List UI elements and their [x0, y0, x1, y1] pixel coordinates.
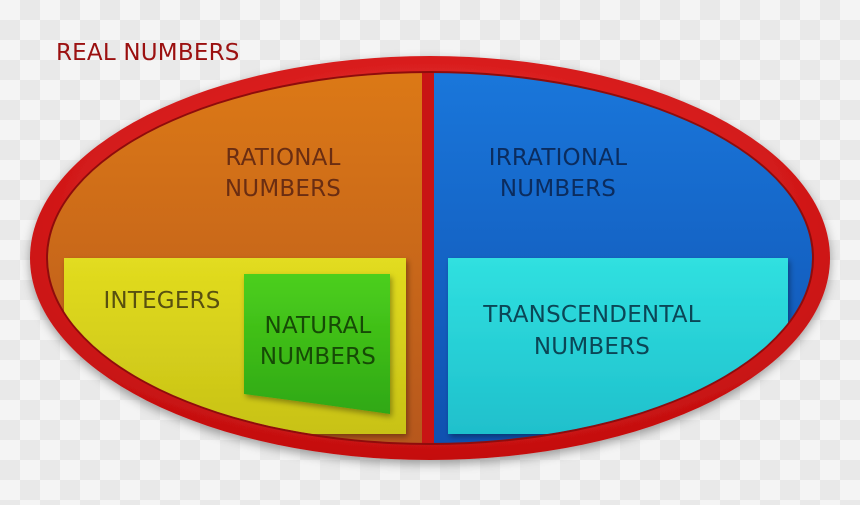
natural-label-line2: NUMBERS	[260, 344, 376, 370]
irrational-label-line1: IRRATIONAL	[489, 145, 627, 171]
integers-label: INTEGERS	[103, 288, 220, 314]
natural-numbers-region	[244, 274, 390, 414]
irrational-label-line2: NUMBERS	[500, 176, 616, 202]
rational-label-line1: RATIONAL	[225, 145, 340, 171]
transcendental-label-line1: TRANSCENDENTAL	[482, 302, 701, 328]
natural-label-line1: NATURAL	[264, 313, 371, 339]
region-divider	[422, 73, 434, 443]
rational-label-line2: NUMBERS	[225, 176, 341, 202]
diagram-title: REAL NUMBERS	[56, 40, 240, 66]
transcendental-label-line2: NUMBERS	[534, 334, 650, 360]
